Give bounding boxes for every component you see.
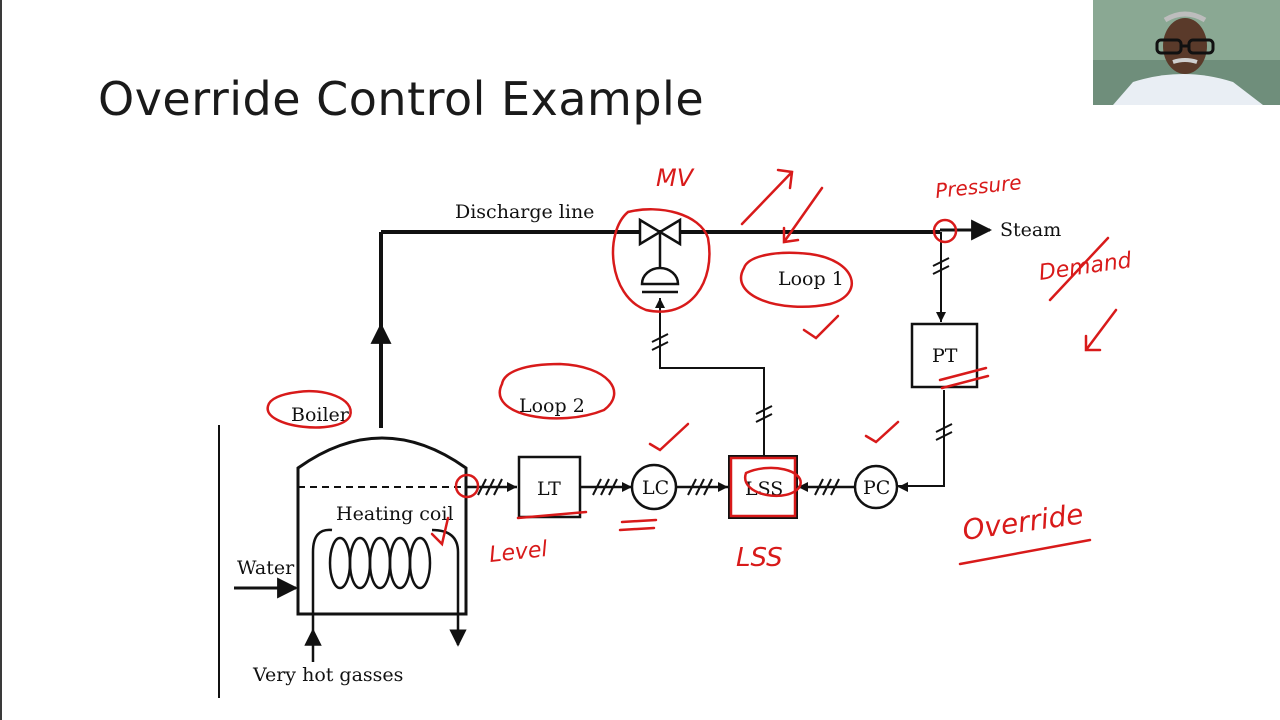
signal-lss-to-valve [651, 298, 773, 455]
lt-label: LT [537, 478, 561, 500]
lc-circle [630, 463, 678, 511]
pc-check-mark [864, 420, 900, 444]
pt-label: PT [932, 345, 958, 367]
heating-coil [311, 528, 467, 647]
slide-left-border [0, 0, 2, 720]
discharge-line-label: Discharge line [455, 201, 594, 223]
heating-coil-label: Heating coil [336, 503, 454, 525]
lss-label: LSS [745, 478, 783, 500]
boiler-label: Boiler [291, 404, 350, 426]
demand-strike-mark [1048, 236, 1110, 302]
slide-title: Override Control Example [98, 72, 705, 126]
loop2-label: Loop 2 [519, 395, 585, 417]
level-annotation: Level [488, 537, 549, 568]
presenter-video-icon [1093, 0, 1280, 105]
pc-label: PC [863, 477, 890, 499]
loop1-label: Loop 1 [778, 268, 844, 290]
demand-arrow-mark [1084, 308, 1118, 352]
level-tap-mark [454, 473, 480, 499]
override-underline-mark [958, 538, 1092, 566]
arrow-up-mark [740, 168, 794, 226]
demand-annotation: Demand [1037, 248, 1134, 286]
boiler-vessel [296, 436, 468, 616]
pressure-tap-mark [932, 218, 958, 244]
override-annotation: Override [960, 497, 1085, 547]
hot-gasses-label: Very hot gasses [252, 664, 403, 686]
lt-underline-mark [516, 510, 588, 520]
loop1-circle-mark [740, 251, 853, 308]
signal-hash-marks [477, 478, 840, 496]
coil-tick-mark [430, 516, 450, 547]
boiler-circle-mark [266, 389, 352, 429]
lc-check-mark [648, 422, 690, 452]
mv-annotation: MV [656, 164, 695, 192]
red-ink-marks [266, 168, 1118, 566]
valve-circle-mark [611, 208, 711, 313]
presenter-webcam [1093, 0, 1280, 105]
arrow-down-mark [782, 186, 824, 244]
lc-label: LC [642, 477, 669, 499]
lss-circle-mark [744, 466, 802, 498]
control-valve [638, 217, 682, 294]
signal-pressure [898, 232, 953, 487]
pt-hash-mark [938, 366, 990, 390]
lss-box-mark [729, 456, 797, 518]
loop1-check-mark [802, 314, 840, 340]
lt-box [517, 455, 582, 519]
lc-underline-mark [618, 518, 658, 532]
loop2-circle-mark [498, 362, 616, 420]
steam-label: Steam [1000, 219, 1061, 241]
lss-annotation: LSS [736, 543, 783, 573]
pressure-annotation: Pressure [934, 170, 1023, 203]
pc-circle [853, 464, 899, 510]
water-label: Water [237, 557, 295, 579]
